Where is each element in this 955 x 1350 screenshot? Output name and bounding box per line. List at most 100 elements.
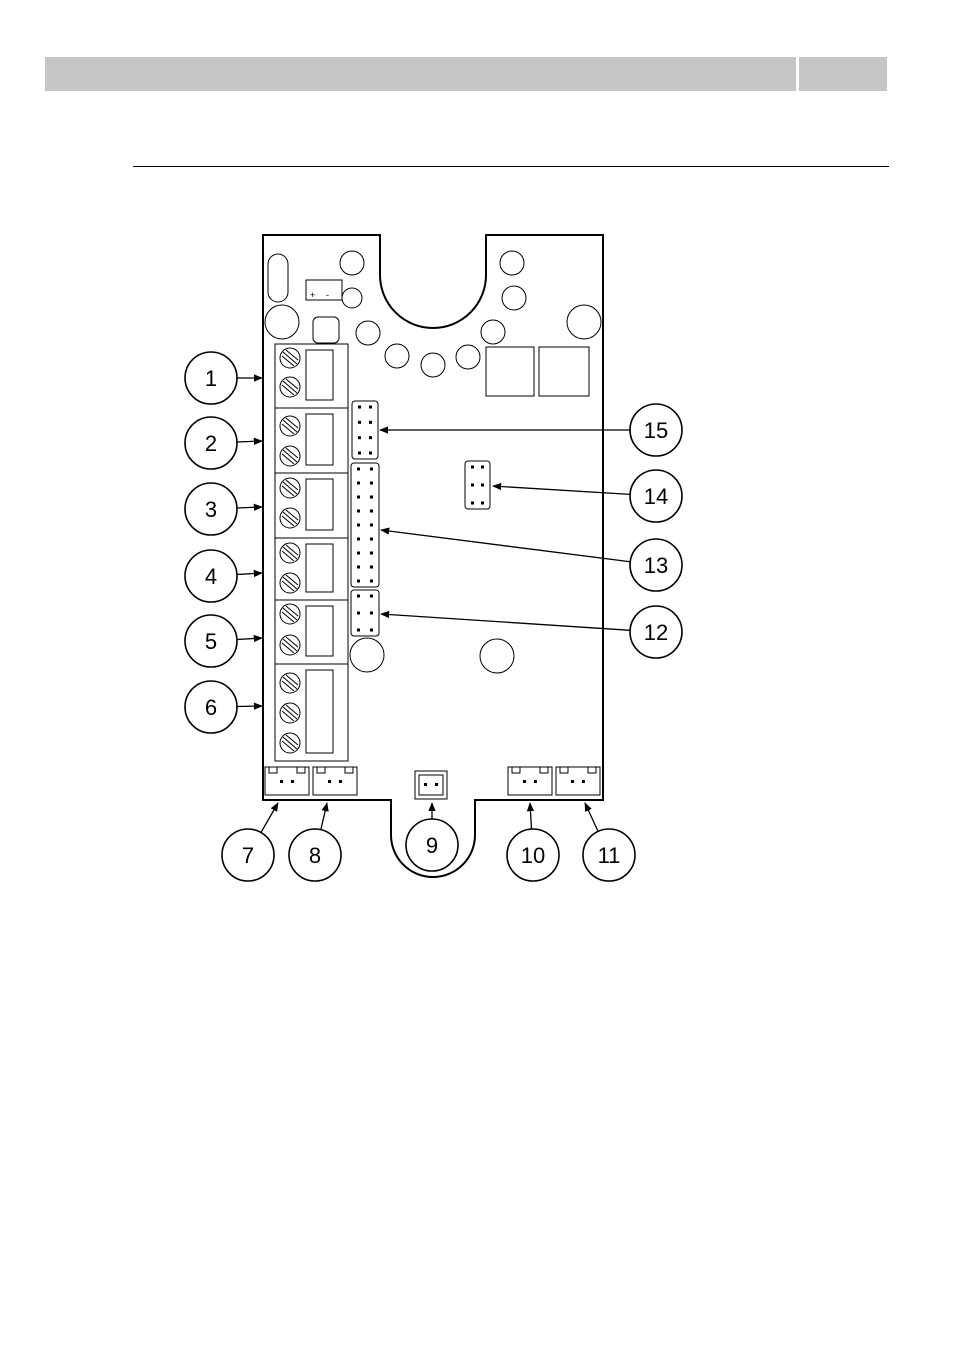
- terminal-block-1: [275, 344, 348, 408]
- terminal-body: [275, 664, 348, 761]
- hole: [385, 344, 409, 368]
- pin: [328, 780, 331, 783]
- callout-10: 10: [507, 803, 559, 881]
- callout-leader: [381, 530, 630, 562]
- pin: [534, 780, 537, 783]
- pin: [369, 421, 372, 424]
- callout-12: 12: [381, 606, 682, 658]
- pin: [357, 510, 360, 513]
- callout-4: 4: [185, 550, 262, 602]
- connector-latch: [317, 767, 353, 773]
- hole: [502, 286, 526, 310]
- hole: [421, 353, 445, 377]
- callout-14: 14: [493, 470, 682, 522]
- callout-label: 13: [644, 553, 668, 578]
- callout-label: 7: [242, 843, 254, 868]
- pin: [424, 783, 427, 786]
- large-hole: [350, 638, 384, 672]
- screw-slot: [286, 510, 298, 520]
- screw-slot: [282, 551, 294, 561]
- callout-leader: [585, 803, 598, 831]
- callout-15: 15: [380, 404, 682, 456]
- terminal-body: [275, 408, 348, 473]
- screw-slot: [286, 705, 298, 715]
- screw-slot: [282, 454, 294, 464]
- callout-7: 7: [222, 803, 278, 881]
- pin: [369, 452, 372, 455]
- pin: [357, 468, 360, 471]
- pin: [370, 538, 373, 541]
- plus-label: +: [310, 290, 315, 300]
- pin: [370, 612, 373, 615]
- header-body: [351, 463, 379, 587]
- terminal-slot: [306, 414, 333, 465]
- terminal-slot: [306, 350, 333, 400]
- pin: [582, 780, 585, 783]
- callout-label: 8: [309, 843, 321, 868]
- callout-label: 4: [205, 564, 217, 589]
- callout-leader: [237, 441, 262, 442]
- hole: [340, 251, 364, 275]
- terminal-block-3: [275, 473, 348, 538]
- header-body: [352, 401, 378, 459]
- callout-leader: [261, 803, 278, 832]
- terminal-slot: [306, 670, 333, 753]
- callouts: 123456789101112131415: [185, 352, 682, 881]
- terminal-slot: [306, 544, 333, 592]
- pin: [358, 406, 361, 409]
- large-hole: [480, 639, 514, 673]
- terminal-block-2: [275, 408, 348, 473]
- callout-3: 3: [185, 483, 262, 535]
- header-15: [352, 401, 378, 459]
- pin: [481, 502, 484, 505]
- connector-10: [508, 767, 552, 795]
- pin: [471, 466, 474, 469]
- screw-slot: [282, 581, 294, 591]
- pin: [357, 595, 360, 598]
- header-body: [351, 590, 379, 636]
- screw-slot: [282, 516, 294, 526]
- callout-6: 6: [185, 681, 262, 733]
- callout-2: 2: [185, 417, 262, 469]
- pin: [357, 566, 360, 569]
- hole: [342, 288, 362, 308]
- screw-slot: [286, 379, 298, 389]
- screw-slot: [282, 424, 294, 434]
- callout-leader: [530, 803, 532, 829]
- screw-slot: [286, 545, 298, 555]
- pin: [280, 780, 283, 783]
- pin: [357, 496, 360, 499]
- connector-body: [556, 767, 600, 795]
- pin: [369, 436, 372, 439]
- pin-headers: [351, 401, 490, 636]
- connector-inner: [419, 775, 443, 795]
- pin: [471, 502, 474, 505]
- pin: [370, 566, 373, 569]
- pin: [370, 524, 373, 527]
- connector-9: [415, 771, 447, 799]
- header-14: [465, 461, 490, 509]
- connector-8: [313, 767, 357, 795]
- pin: [358, 436, 361, 439]
- pin: [370, 510, 373, 513]
- pin: [291, 780, 294, 783]
- screw-slot: [286, 606, 298, 616]
- terminal-block-6: [275, 664, 348, 761]
- callout-leader: [237, 507, 262, 508]
- callout-label: 2: [205, 431, 217, 456]
- screw-slot: [286, 350, 298, 360]
- header-body: [465, 461, 490, 509]
- connector-latch: [512, 767, 548, 773]
- screw-slot: [282, 711, 294, 721]
- pin: [370, 496, 373, 499]
- pin: [369, 406, 372, 409]
- terminal-block-4: [275, 538, 348, 600]
- pin: [339, 780, 342, 783]
- top-components: [265, 251, 601, 673]
- screw-slot: [282, 681, 294, 691]
- callout-label: 1: [205, 366, 217, 391]
- callout-label: 12: [644, 620, 668, 645]
- bottom-connectors: [265, 767, 600, 799]
- pin: [370, 482, 373, 485]
- pin: [357, 482, 360, 485]
